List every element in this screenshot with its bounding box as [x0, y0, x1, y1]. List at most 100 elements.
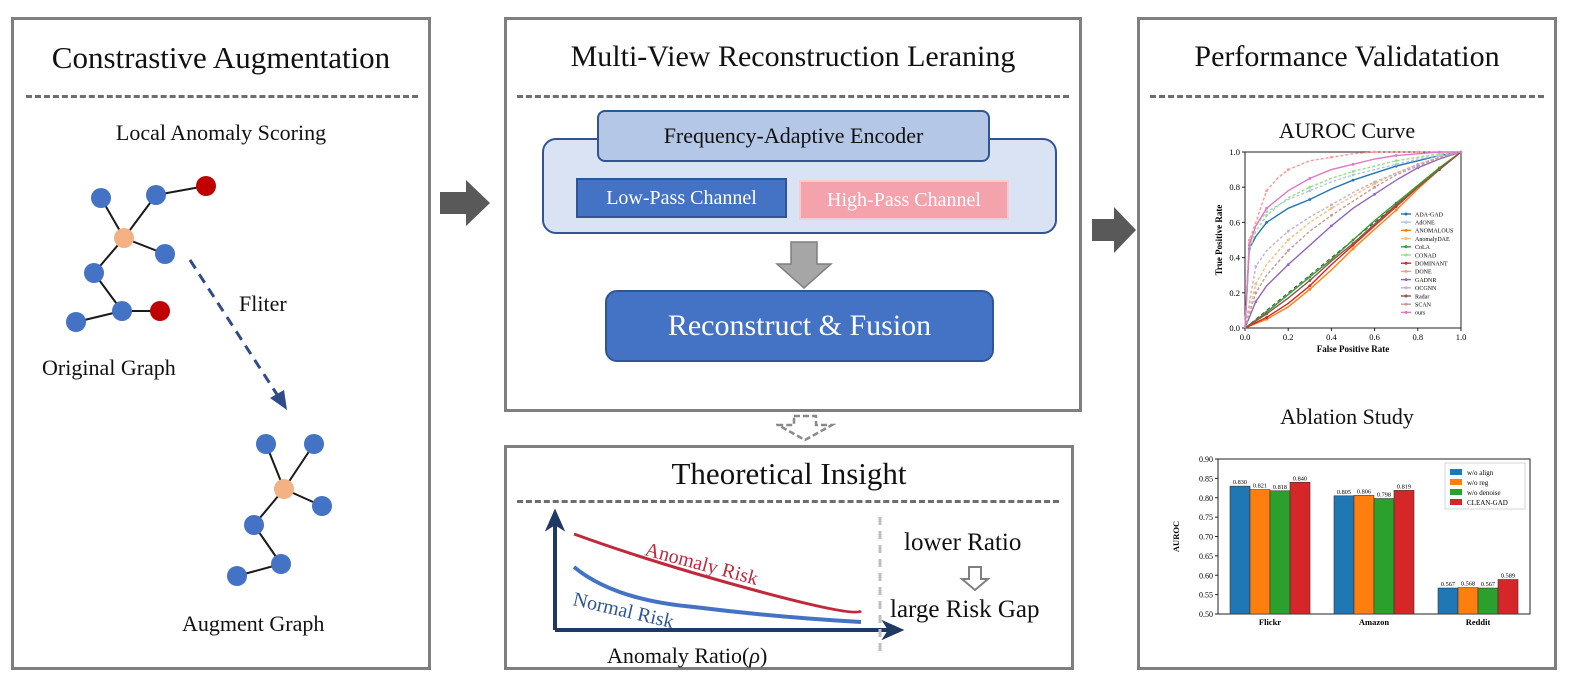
x-tick-label: 0.8	[1412, 332, 1423, 342]
node	[66, 312, 86, 332]
x-tick-label: 0.6	[1369, 332, 1380, 342]
filter-label: Fliter	[239, 291, 287, 316]
x-tick-label: 1.0	[1456, 332, 1467, 342]
legend-label: AnomalyDAE	[1415, 237, 1450, 243]
roc-point	[1308, 275, 1312, 279]
y-tick-label: 0.8	[1229, 182, 1240, 192]
legend-label: AdONE	[1415, 221, 1435, 227]
node	[271, 554, 291, 574]
lower-ratio-label: lower Ratio	[904, 529, 1022, 556]
bar-value-label: 0.798	[1377, 492, 1391, 499]
reconstruction-divider	[517, 95, 1069, 98]
roc-point	[1373, 150, 1376, 154]
x-tick-label: 0.4	[1326, 332, 1337, 342]
legend-marker	[1404, 278, 1408, 282]
y-tick-label: 0.85	[1199, 474, 1213, 483]
node	[112, 301, 132, 321]
ablation-bar-chart: 0.500.550.600.650.700.750.800.850.90AURO…	[1171, 455, 1531, 627]
roc-point	[1265, 189, 1268, 193]
y-tick-label: 0.4	[1229, 253, 1240, 263]
roc-point	[1416, 150, 1420, 154]
roc-point	[1330, 224, 1333, 228]
roc-point	[1308, 287, 1312, 291]
legend-label: w/o reg	[1467, 479, 1489, 487]
category-label: Reddit	[1466, 617, 1491, 627]
small-down-arrow-icon	[959, 566, 991, 592]
legend-label: CLEAN-GAD	[1467, 499, 1508, 507]
ablation-study-title: Ablation Study	[1280, 404, 1414, 429]
bar-CLEAN-GAD	[1393, 490, 1415, 615]
legend-swatch	[1450, 479, 1462, 485]
low-pass-channel-box: Low-Pass Channel	[576, 178, 787, 218]
insight-divider	[517, 500, 1059, 503]
roc-series-CONAD	[1244, 151, 1462, 329]
bar-value-label: 0.840	[1293, 475, 1307, 482]
roc-point	[1438, 168, 1441, 171]
performance-divider	[1150, 95, 1544, 98]
original-graph-nodes	[66, 176, 216, 332]
flow-arrow-left	[440, 180, 490, 226]
low-pass-label: Low-Pass Channel	[606, 186, 757, 209]
original-graph-label: Original Graph	[42, 355, 176, 380]
augment-graph-nodes	[227, 434, 332, 586]
roc-point	[1308, 198, 1312, 201]
anomaly-risk-curve	[573, 532, 862, 614]
bar-value-label: 0.805	[1337, 489, 1351, 496]
bar-w/o reg	[1249, 489, 1271, 615]
bar-w/o align	[1229, 485, 1251, 615]
roc-point	[1330, 203, 1333, 207]
bar-value-label: 0.830	[1233, 479, 1247, 486]
legend-marker	[1404, 228, 1408, 232]
roc-point	[1373, 192, 1376, 196]
legend-label: ADA-GAD	[1415, 212, 1444, 218]
roc-point	[1351, 169, 1355, 173]
bar-value-label: 0.567	[1441, 581, 1455, 588]
y-tick-label: 0.6	[1229, 217, 1240, 227]
roc-point	[1373, 180, 1376, 184]
bar-value-label: 0.819	[1397, 483, 1411, 490]
risk-curve-chart: Anomaly Risk Normal Risk	[544, 508, 991, 655]
roc-point	[1265, 312, 1268, 316]
roc-point	[1394, 208, 1398, 212]
local-anomaly-scoring-label: Local Anomaly Scoring	[115, 120, 327, 145]
roc-point	[1286, 263, 1290, 267]
bar-w/o denoise	[1373, 498, 1395, 615]
roc-point	[1351, 242, 1355, 245]
augmentation-title: Constrastive Augmentation	[51, 40, 391, 75]
roc-point	[1308, 189, 1312, 193]
roc-point	[1330, 213, 1333, 217]
node	[84, 263, 104, 283]
auroc-curve-title: AUROC Curve	[1278, 118, 1416, 143]
roc-point	[1394, 203, 1398, 207]
roc-point	[1254, 300, 1258, 303]
hollow-down-arrow-icon	[776, 414, 836, 442]
large-risk-gap-label: large Risk Gap	[890, 596, 1040, 623]
roc-point	[1351, 178, 1355, 182]
legend-label: DONE	[1415, 270, 1432, 276]
reconstruction-title: Multi-View Reconstruction Leraning	[570, 40, 1016, 73]
augmentation-divider	[26, 95, 418, 98]
legend-marker	[1404, 237, 1408, 241]
y-tick-label: 0.90	[1199, 455, 1213, 464]
y-tick-label: 0.55	[1199, 591, 1213, 600]
bar-value-label: 0.806	[1357, 488, 1371, 495]
roc-point	[1265, 210, 1268, 214]
node	[312, 496, 332, 516]
legend-marker	[1404, 302, 1408, 306]
roc-point	[1265, 221, 1268, 224]
node	[146, 185, 166, 205]
roc-series-DONE	[1244, 151, 1461, 329]
node	[155, 244, 175, 264]
roc-point	[1416, 164, 1420, 168]
roc-point	[1286, 168, 1290, 171]
normal-risk-curve	[572, 565, 862, 624]
insight-title: Theoretical Insight	[671, 456, 907, 491]
anomaly-node	[196, 176, 216, 196]
roc-point	[1394, 154, 1398, 157]
y-tick-label: 0.70	[1199, 533, 1213, 542]
roc-point	[1308, 185, 1312, 189]
y-tick-label: 0.0	[1229, 323, 1240, 333]
roc-point	[1351, 173, 1355, 177]
reconstruction-panel: Multi-View Reconstruction Leraning Frequ…	[504, 17, 1082, 412]
high-pass-channel-box: High-Pass Channel	[799, 180, 1009, 220]
